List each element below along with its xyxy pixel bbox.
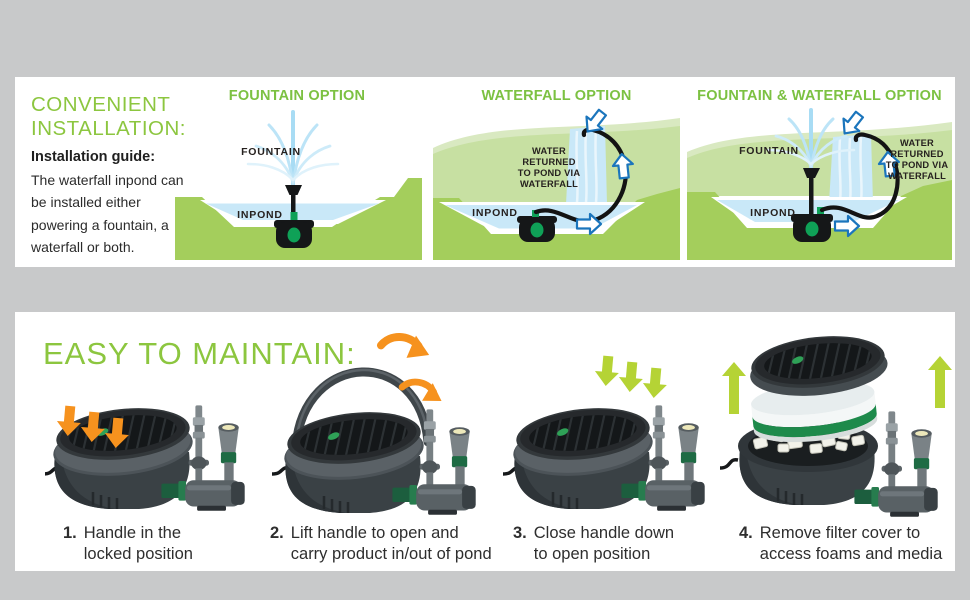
pond-water: [717, 200, 899, 222]
svg-text:RETURNED: RETURNED: [522, 157, 575, 167]
svg-text:WATERFALL: WATERFALL: [520, 179, 578, 189]
down-arrow-icon: [593, 355, 621, 387]
hose: [819, 132, 900, 220]
installation-guide-body: The waterfall inpond can be installed ei…: [31, 172, 184, 256]
installation-heading-line2: INSTALLATION:: [31, 117, 186, 141]
step1-caption: 1. Handle in the locked position: [63, 523, 193, 566]
installation-guide-title: Installation guide:: [31, 149, 156, 165]
rotate-arrow-icon: [380, 328, 434, 364]
up-arrow-icon: [722, 362, 746, 414]
step3-figure: [503, 355, 705, 511]
fountain-label: FOUNTAIN: [241, 146, 301, 158]
svg-text:RETURNED: RETURNED: [890, 149, 943, 159]
inpond-label: INPOND: [472, 207, 518, 219]
fountain-option-title: FOUNTAIN OPTION: [228, 88, 366, 104]
down-arrow-icon: [641, 367, 669, 399]
step3-caption: 3. Close handle down to open position: [513, 523, 674, 566]
svg-text:WATER: WATER: [532, 146, 566, 156]
step2-figure: [271, 328, 476, 515]
step-number: 1.: [63, 524, 77, 542]
svg-text:WATERFALL: WATERFALL: [888, 171, 946, 181]
removed-lid: [747, 330, 890, 396]
inpond-pump-icon: [274, 185, 314, 248]
svg-text:TO POND VIA: TO POND VIA: [518, 168, 581, 178]
step4-caption: 4. Remove filter cover to access foams a…: [739, 523, 942, 566]
step4-figure: [720, 328, 952, 517]
inpond-label: INPOND: [750, 207, 796, 219]
down-arrow-icon: [617, 361, 645, 393]
step-number: 4.: [739, 524, 753, 542]
waterfall-streaks: [838, 136, 863, 202]
pond-banks: [433, 188, 680, 260]
power-cord: [720, 458, 739, 470]
svg-text:WATER: WATER: [900, 138, 934, 148]
waterfall-option-diagram: WATER RETURNED TO POND VIA WATERFALL INP…: [433, 108, 680, 260]
fountain-label: FOUNTAIN: [739, 145, 799, 157]
maintain-heading: EASY TO MAINTAIN:: [43, 336, 356, 371]
step-number: 2.: [270, 524, 284, 542]
combo-option-title: FOUNTAIN & WATERFALL OPTION: [697, 88, 942, 104]
inpond-label: INPOND: [237, 209, 283, 221]
step2-caption: 2. Lift handle to open and carry product…: [270, 523, 492, 566]
pond-banks: [175, 178, 422, 260]
pond-banks: [687, 180, 952, 260]
water-return-label: WATER RETURNED TO POND VIA WATERFALL: [886, 138, 949, 181]
maintain-panel: EASY TO MAINTAIN:: [15, 312, 955, 571]
water-return-label: WATER RETURNED TO POND VIA WATERFALL: [518, 146, 581, 189]
installation-heading: CONVENIENT INSTALLATION:: [31, 93, 186, 141]
fountain-spray-icon: [246, 110, 340, 188]
waterfall-option-title: WATERFALL OPTION: [481, 88, 632, 104]
combo-option-diagram: FOUNTAIN INPOND WATER RETURNED TO POND V…: [687, 108, 952, 260]
step1-figure: [45, 382, 245, 511]
inpond-pump-icon: [517, 210, 557, 242]
fountain-spray-icon: [766, 108, 856, 172]
up-arrow-icon: [928, 356, 952, 408]
svg-text:TO POND VIA: TO POND VIA: [886, 160, 949, 170]
fountain-option-diagram: FOUNTAIN INPOND: [175, 110, 422, 260]
step-number: 3.: [513, 524, 527, 542]
installation-panel: CONVENIENT INSTALLATION: Installation gu…: [15, 77, 955, 267]
installation-heading-line1: CONVENIENT: [31, 93, 171, 116]
inpond-pump-icon: [791, 168, 833, 242]
waterfall-streaks: [575, 128, 598, 203]
handle-highlight: [294, 368, 430, 445]
